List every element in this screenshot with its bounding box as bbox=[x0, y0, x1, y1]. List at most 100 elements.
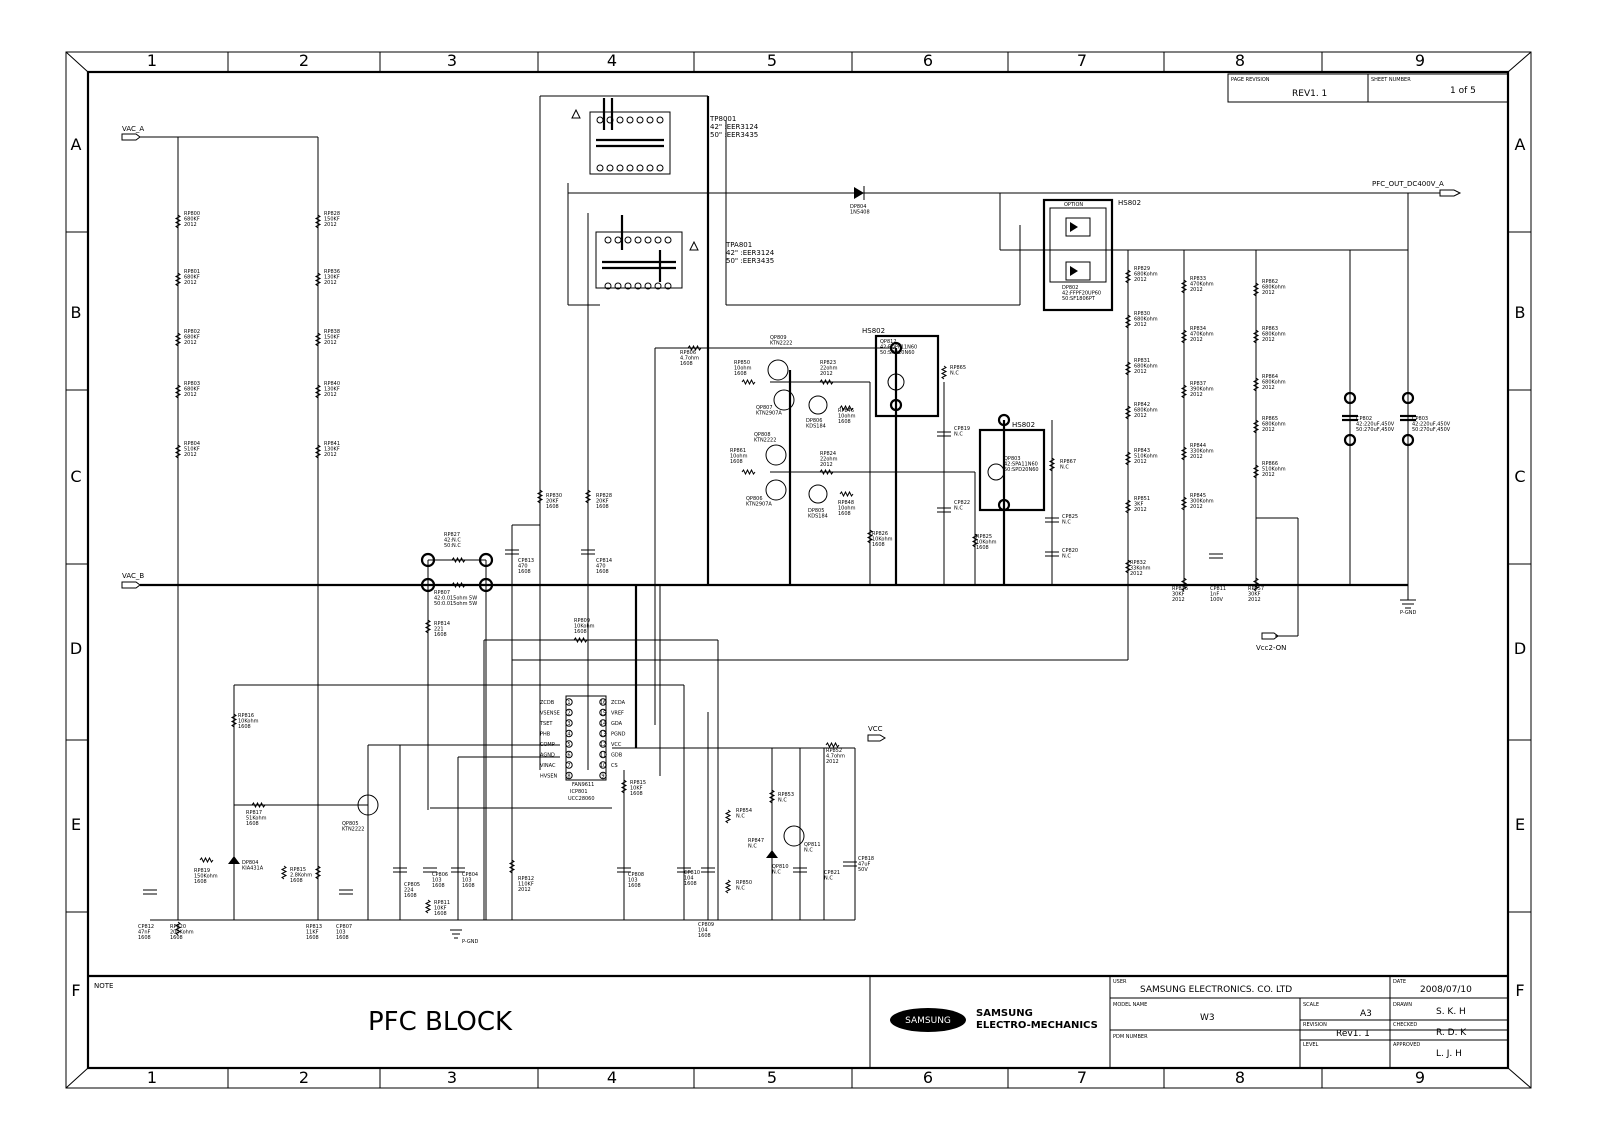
resistor-label: 470Kohm bbox=[1190, 332, 1214, 338]
resistor-label: RP842 bbox=[1134, 402, 1150, 408]
component-label-qp810: QP810 bbox=[772, 864, 789, 870]
resistor-icon bbox=[1180, 329, 1188, 344]
resistor-icon bbox=[768, 789, 776, 804]
ic-pin-label: TSET bbox=[539, 721, 553, 727]
component-label-qp812: 50:SPD20N60 bbox=[880, 350, 915, 356]
component-label-rp811: 10KF bbox=[434, 906, 447, 912]
component-label-cp814: 1608 bbox=[596, 569, 609, 575]
component-label-cp810: CP810 bbox=[684, 870, 700, 876]
component-label-rp820: 1608 bbox=[170, 935, 183, 941]
ic-pin-label: COMP bbox=[540, 742, 555, 748]
approved-label: APPROVED bbox=[1393, 1042, 1420, 1048]
drawn-value: S. K. H bbox=[1436, 1007, 1466, 1017]
component-label-rp828b: 1608 bbox=[596, 504, 609, 510]
component-label-dp804: 1N5408 bbox=[850, 210, 870, 216]
component-label-rp809: 1608 bbox=[574, 629, 587, 635]
resistor-icon bbox=[451, 581, 466, 589]
revision-box: PAGE REVISION REV1. 1 SHEET NUMBER 1 of … bbox=[1227, 73, 1509, 103]
resistor-icon bbox=[424, 619, 432, 634]
component-label-rp823: 22ohm bbox=[820, 366, 838, 372]
checked-label: CHECKED bbox=[1393, 1022, 1417, 1028]
component-label-rp819: 1608 bbox=[194, 879, 207, 885]
resistor-label: 130KF bbox=[324, 447, 340, 453]
resistor-label: 510KF bbox=[184, 447, 200, 453]
vac-a-port bbox=[121, 133, 141, 141]
wiring bbox=[140, 95, 1440, 921]
component-label-qp812: 42:FQPF11N60 bbox=[880, 345, 917, 351]
component-label-rp827: RP827 bbox=[444, 532, 460, 538]
transformer-tp8001: TP8001 42" :EER3124 50" :EER3435 bbox=[571, 98, 759, 175]
resistor-label: 2012 bbox=[324, 392, 337, 398]
diode-pair-icon bbox=[808, 484, 828, 504]
hs802-top-label: HS802 bbox=[1118, 199, 1141, 207]
resistor-label: 2012 bbox=[184, 452, 197, 458]
component-label-cp812: 47nF bbox=[138, 930, 151, 936]
component-label-rp832: 33Kohm bbox=[1130, 566, 1151, 572]
npn-transistor-icon bbox=[767, 359, 789, 381]
ic-pin-number: 16 bbox=[600, 700, 606, 706]
zone-col-label: 6 bbox=[923, 1068, 933, 1087]
component-label-rp813: 1608 bbox=[306, 935, 319, 941]
zone-row-label: A bbox=[1515, 135, 1526, 154]
vac-b-port bbox=[121, 581, 141, 589]
resistor-icon bbox=[687, 344, 702, 352]
zener-icon bbox=[766, 850, 778, 858]
component-label-rp812: RP812 bbox=[518, 876, 534, 882]
component-label-cp808: 1608 bbox=[628, 883, 641, 889]
component-label-qp811: QP811 bbox=[804, 842, 821, 848]
component-label-rp815b: 10KF bbox=[630, 786, 643, 792]
option-label: OPTION bbox=[1064, 202, 1083, 208]
component-label-rp817: RP817 bbox=[246, 810, 262, 816]
zone-row-label: B bbox=[1515, 303, 1526, 322]
component-label-rp806: 1608 bbox=[680, 361, 693, 367]
resistor-icon bbox=[280, 865, 288, 880]
resistor-label: 680KF bbox=[184, 387, 200, 393]
resistor-icon bbox=[314, 272, 322, 287]
resistor-icon bbox=[866, 529, 874, 544]
resistor-label: 680Kohm bbox=[1262, 422, 1286, 428]
vcc2-on-label: Vcc2-ON bbox=[1256, 644, 1286, 652]
resistor-label: 680Kohm bbox=[1262, 332, 1286, 338]
block-title: PFC BLOCK bbox=[368, 1007, 513, 1037]
component-label-qp811: N.C bbox=[804, 848, 813, 854]
component-label-rp848: 1608 bbox=[838, 511, 851, 517]
zone-col-label: 4 bbox=[607, 1068, 617, 1087]
component-label-dp802: DP802 bbox=[1062, 285, 1078, 291]
component-label-rp816: RP816 bbox=[238, 713, 254, 719]
component-label-cp822: CP822 bbox=[954, 500, 970, 506]
sheet-number-label: SHEET NUMBER bbox=[1371, 77, 1411, 83]
resistor-label: 2012 bbox=[324, 280, 337, 286]
component-label-cp805: 1608 bbox=[404, 893, 417, 899]
resistor-icon bbox=[1180, 577, 1188, 592]
resistor-label: 2012 bbox=[1190, 287, 1203, 293]
resistor-icon bbox=[839, 490, 854, 498]
resistor-icon bbox=[741, 378, 756, 386]
ic-pin-label: PGND bbox=[611, 732, 626, 738]
component-label-rp816: 1608 bbox=[238, 724, 251, 730]
component-label-cp811: 1nF bbox=[1210, 592, 1219, 598]
component-label-rp815: 1608 bbox=[290, 878, 303, 884]
checked-value: R. D. K bbox=[1436, 1028, 1467, 1038]
tpa801-v1: 42" :EER3124 bbox=[726, 249, 775, 257]
component-label-rp813: RP813 bbox=[306, 924, 322, 930]
resistor-label: RP838 bbox=[324, 329, 340, 335]
component-label-rp846: RP846 bbox=[838, 408, 854, 414]
scale-label: SCALE bbox=[1303, 1002, 1319, 1008]
component-label-qp807: KTN2907A bbox=[756, 411, 782, 417]
hs802-mid-label: HS802 bbox=[862, 327, 885, 335]
pnp-transistor-icon bbox=[773, 389, 795, 411]
zone-rows-left: A B C D E F bbox=[70, 135, 82, 1000]
component-label-rp854: N.C bbox=[736, 814, 745, 820]
component-label-rp814: 1608 bbox=[434, 632, 447, 638]
zone-row-label: D bbox=[1514, 639, 1526, 658]
date-label: DATE bbox=[1393, 979, 1406, 985]
component-label-dp802: 50:SF1806PT bbox=[1062, 296, 1096, 302]
drawing-frame bbox=[65, 51, 1532, 1089]
company-line2: ELECTRO-MECHANICS bbox=[976, 1020, 1098, 1031]
resistor-label: 680KF bbox=[184, 275, 200, 281]
resistor-label: 2012 bbox=[1262, 385, 1275, 391]
zone-columns-bottom: 1 2 3 4 5 6 7 8 9 bbox=[147, 1068, 1425, 1087]
component-label-cp804: 103 bbox=[462, 878, 472, 884]
resistor-icon bbox=[1252, 377, 1260, 392]
